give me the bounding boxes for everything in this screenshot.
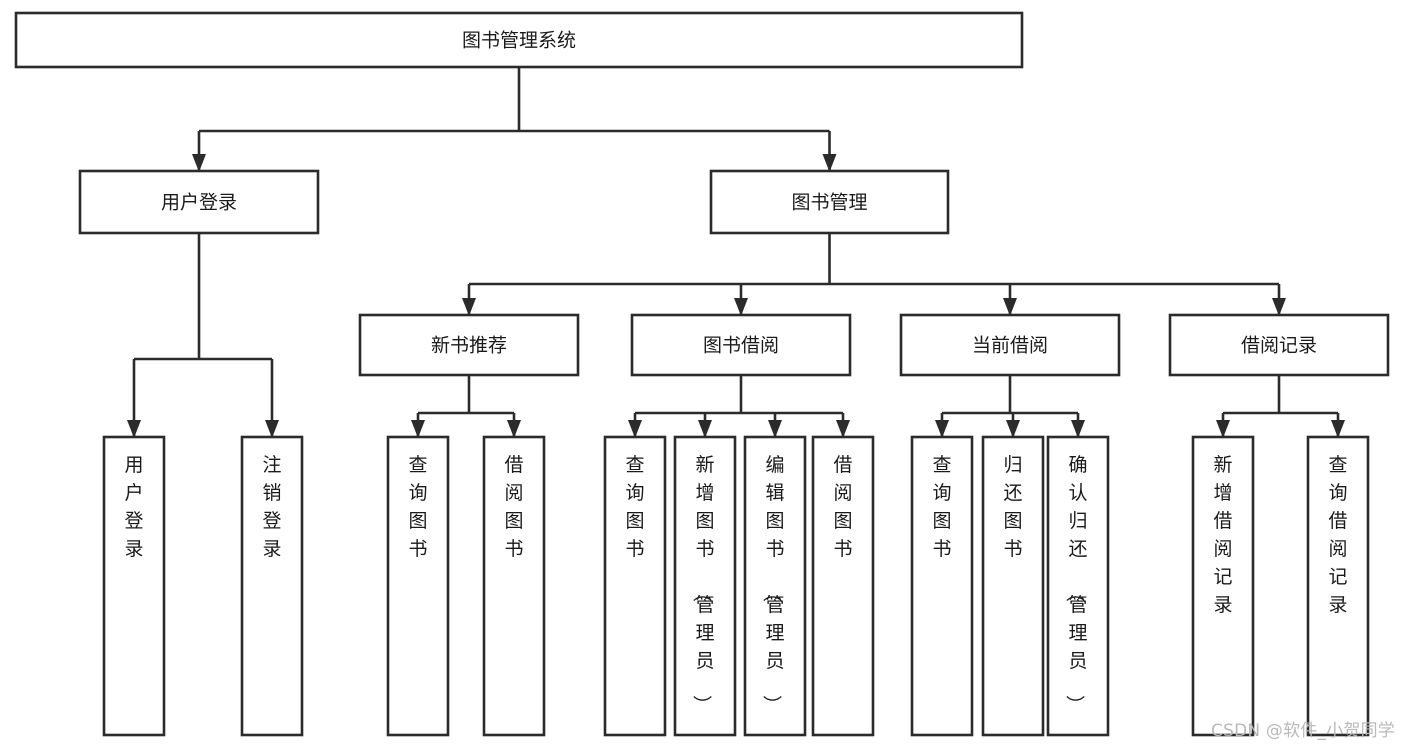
node-box[interactable]: [981, 435, 1045, 737]
node-borrow-record[interactable]: 借阅记录: [1168, 313, 1390, 377]
node-box[interactable]: [673, 435, 737, 737]
node-box[interactable]: [482, 435, 546, 737]
node-leaf-add-book[interactable]: 新增图书（管理员）: [673, 435, 737, 737]
node-box[interactable]: [709, 169, 950, 235]
node-box[interactable]: [102, 435, 166, 737]
node-box[interactable]: [1191, 435, 1255, 737]
node-box[interactable]: [630, 313, 852, 377]
node-new-book-recommend[interactable]: 新书推荐: [358, 313, 580, 377]
node-label: 新增图书（管理员）: [690, 454, 714, 714]
arrowhead-icon: [507, 420, 521, 438]
node-label: 图书借阅: [703, 335, 779, 357]
node-leaf-confirm-return[interactable]: 确认归还（管理员）: [1046, 435, 1110, 737]
node-box[interactable]: [1046, 435, 1110, 737]
node-label: 借阅记录: [1241, 335, 1317, 357]
node-book-manage[interactable]: 图书管理: [709, 169, 950, 235]
node-leaf-query-book-3[interactable]: 查询图书: [910, 435, 974, 737]
arrowhead-icon: [192, 154, 206, 172]
node-leaf-add-record[interactable]: 新增借阅记录: [1191, 435, 1255, 737]
node-box[interactable]: [603, 435, 667, 737]
node-label: 新增借阅记录: [1213, 454, 1232, 616]
node-box[interactable]: [358, 313, 580, 377]
node-box[interactable]: [743, 435, 807, 737]
arrowhead-icon: [734, 298, 748, 316]
node-label: 查询图书: [625, 454, 644, 560]
arrowhead-icon: [1331, 420, 1345, 438]
arrowhead-icon: [1071, 420, 1085, 438]
node-label: 图书管理: [791, 192, 867, 214]
node-label: 查询图书: [408, 454, 427, 560]
arrowhead-icon: [1216, 420, 1230, 438]
node-leaf-borrow-book-2[interactable]: 借阅图书: [811, 435, 875, 737]
node-label: 用户登录: [124, 454, 143, 560]
arrowhead-icon: [1006, 420, 1020, 438]
arrowhead-icon: [127, 420, 141, 438]
node-label: 借阅图书: [504, 454, 523, 560]
node-leaf-query-book-2[interactable]: 查询图书: [603, 435, 667, 737]
node-label: 归还图书: [1003, 454, 1022, 560]
node-label: 查询借阅记录: [1328, 454, 1347, 616]
node-label: 编辑图书（管理员）: [760, 454, 784, 714]
node-book-borrow[interactable]: 图书借阅: [630, 313, 852, 377]
node-label: 用户登录: [161, 192, 237, 214]
connector-layer: [127, 67, 1345, 438]
node-box[interactable]: [386, 435, 450, 737]
node-leaf-user-login[interactable]: 用户登录: [102, 435, 166, 737]
node-layer: 图书管理系统用户登录用户登录注销登录图书管理新书推荐查询图书借阅图书图书借阅查询…: [14, 11, 1390, 737]
arrowhead-icon: [411, 420, 425, 438]
arrowhead-icon: [768, 420, 782, 438]
node-leaf-borrow-book-1[interactable]: 借阅图书: [482, 435, 546, 737]
node-label: 新书推荐: [431, 335, 507, 357]
watermark-label: CSDN @软件_小贺同学: [1211, 721, 1395, 741]
node-leaf-edit-book[interactable]: 编辑图书（管理员）: [743, 435, 807, 737]
node-leaf-return-book[interactable]: 归还图书: [981, 435, 1045, 737]
node-box[interactable]: [78, 169, 320, 235]
node-label: 查询图书: [932, 454, 951, 560]
node-box[interactable]: [240, 435, 304, 737]
node-user-login[interactable]: 用户登录: [78, 169, 320, 235]
node-box[interactable]: [910, 435, 974, 737]
node-label: 借阅图书: [833, 454, 852, 560]
node-box[interactable]: [1306, 435, 1370, 737]
node-box[interactable]: [14, 11, 1024, 69]
node-label: 注销登录: [262, 454, 281, 560]
arrowhead-icon: [1003, 298, 1017, 316]
node-box[interactable]: [899, 313, 1121, 377]
node-box[interactable]: [1168, 313, 1390, 377]
node-box[interactable]: [811, 435, 875, 737]
arrowhead-icon: [1272, 298, 1286, 316]
node-leaf-query-record[interactable]: 查询借阅记录: [1306, 435, 1370, 737]
arrowhead-icon: [628, 420, 642, 438]
node-label: 确认归还（管理员）: [1063, 454, 1087, 714]
node-label: 图书管理系统: [462, 30, 576, 52]
arrowhead-icon: [836, 420, 850, 438]
node-leaf-query-book-1[interactable]: 查询图书: [386, 435, 450, 737]
arrowhead-icon: [822, 154, 837, 172]
arrowhead-icon: [462, 298, 476, 316]
node-root[interactable]: 图书管理系统: [14, 11, 1024, 69]
node-leaf-logout[interactable]: 注销登录: [240, 435, 304, 737]
arrowhead-icon: [935, 420, 949, 438]
arrowhead-icon: [265, 420, 279, 438]
node-current-borrow[interactable]: 当前借阅: [899, 313, 1121, 377]
arrowhead-icon: [698, 420, 712, 438]
node-label: 当前借阅: [972, 335, 1048, 357]
